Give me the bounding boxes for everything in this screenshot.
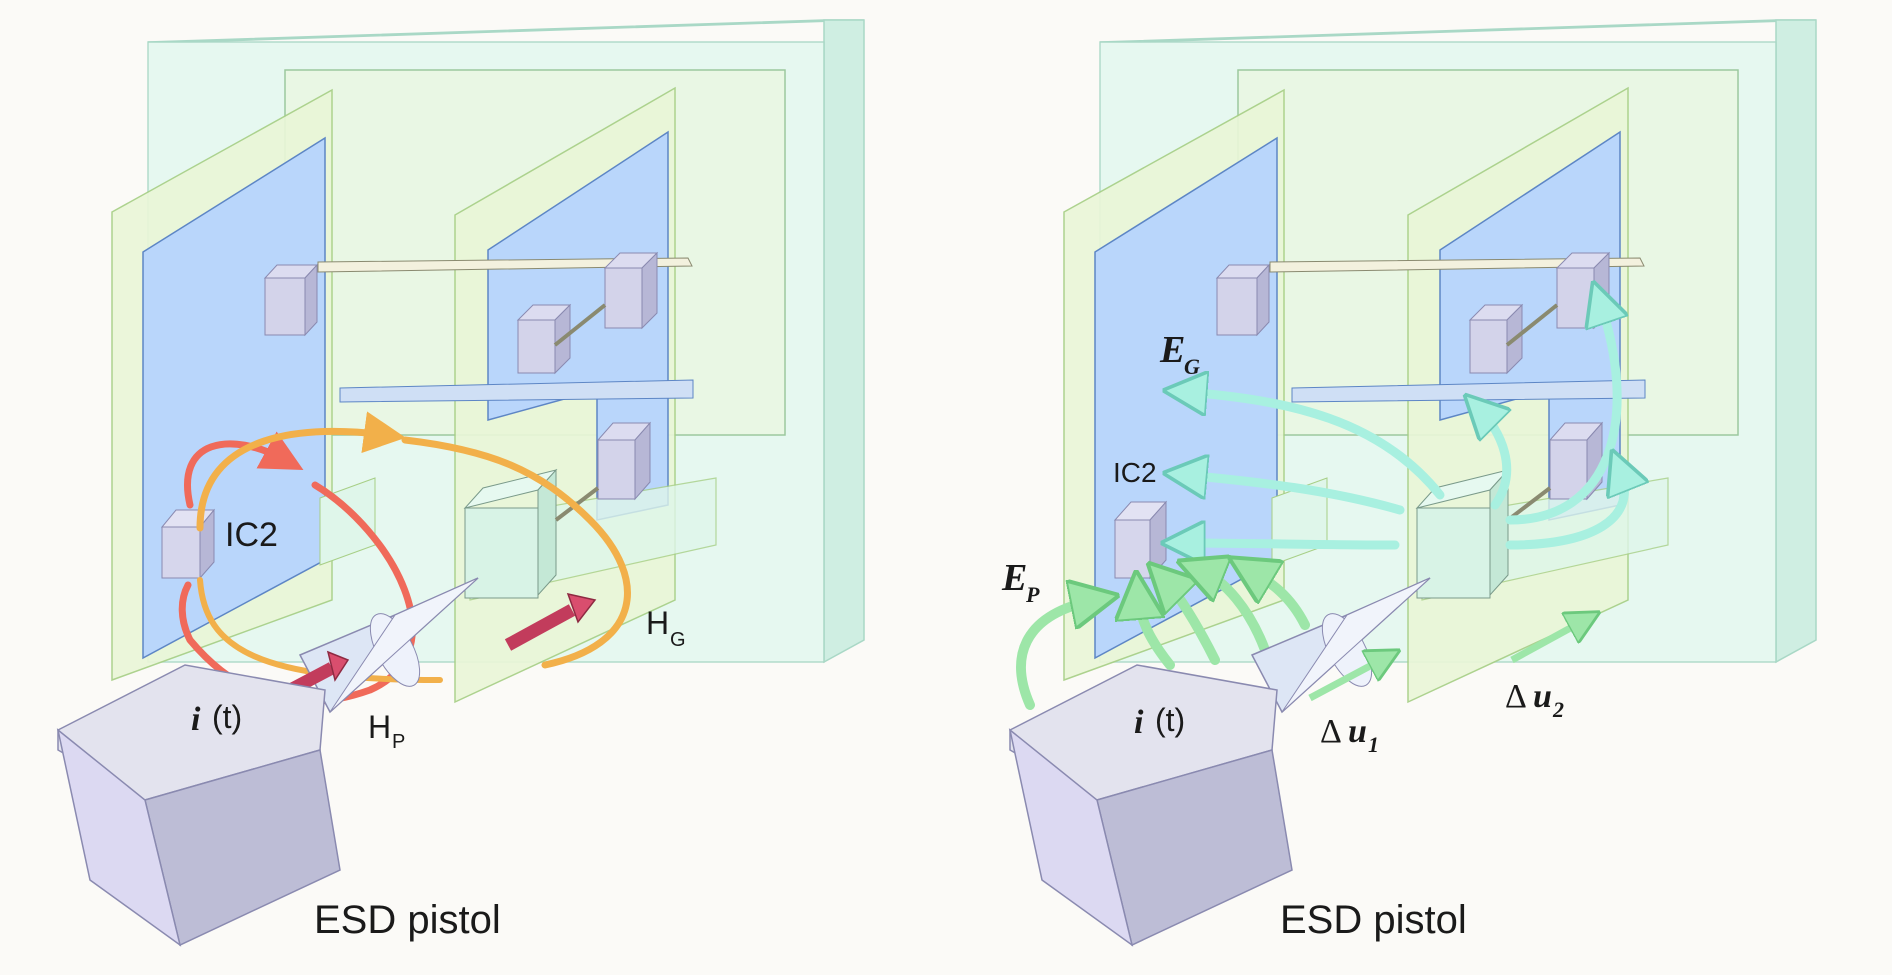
coupling-block [1415,468,1552,599]
ic2-chip [1113,500,1168,580]
left-current-var: i [191,701,201,738]
left-hg-sub: G [670,629,686,651]
eg-arrow-up-1 [1480,410,1507,510]
chip-1 [263,263,319,337]
eg-arrow-right [1505,470,1624,550]
left-hp-main: H [368,709,391,745]
left-hg-main: H [646,605,669,641]
du1-sub: 1 [1368,732,1379,757]
chip-4 [1548,421,1604,501]
left-chips [160,251,659,599]
ep-arrow-3 [1165,580,1220,665]
left-pistol-label: ESD pistol [314,898,501,942]
eg-arrow-mid [1185,475,1405,515]
right-probe-tip [1250,577,1431,714]
hp-loop-red [184,431,304,509]
right-panel: IC2 E G E P i (t) Δ u 1 Δ u 2 ESD pistol [1001,19,1817,947]
right-ic2-label: IC2 [1113,457,1157,488]
right-current-var: i [1134,704,1144,741]
chip-4 [596,421,652,501]
ic2-chip [160,508,216,580]
ep-arrow-1 [1016,600,1095,710]
du2-main: u [1533,678,1552,715]
left-hp-sub: P [392,731,405,753]
eg-arrow-low [1183,543,1400,545]
left-panel: IC2 i (t) H P H G ESD pistol [56,19,865,947]
left-card-1 [111,88,333,682]
chip-1 [1215,263,1271,337]
left-current-arg: (t) [212,699,242,735]
hg-loop-orange-bottom [197,577,443,683]
left-magnetic-loops [178,411,631,705]
right-ep-sub: P [1025,582,1040,607]
hg-loop-orange-right [401,436,631,669]
du1-delta: Δ [1320,713,1342,750]
right-pistol-label: ESD pistol [1280,898,1467,942]
du2-delta: Δ [1505,678,1527,715]
right-esd-pistol [1008,664,1293,947]
left-hg-arrow [504,604,576,651]
du2-arrow [1510,620,1585,664]
right-eg-main: E [1159,329,1185,371]
ep-arrow-2 [1138,595,1175,670]
du1-main: u [1348,713,1367,750]
right-current-arg: (t) [1155,702,1185,738]
eg-arrow-top [1185,392,1445,500]
right-ep-field-arrows [1016,570,1310,710]
du2-sub: 2 [1552,697,1564,722]
left-ic2-label: IC2 [225,516,278,554]
ep-arrow-5 [1250,570,1310,630]
right-eg-sub: G [1184,354,1200,379]
chip-3 [603,251,659,330]
du1-arrow [1308,658,1385,702]
right-ep-main: E [1001,557,1027,599]
right-eg-field-arrows [1183,302,1624,545]
left-probe-tip [298,577,479,714]
left-connectors [317,257,694,566]
hg-loop-orange-top [196,411,406,532]
left-esd-pistol [56,664,341,947]
